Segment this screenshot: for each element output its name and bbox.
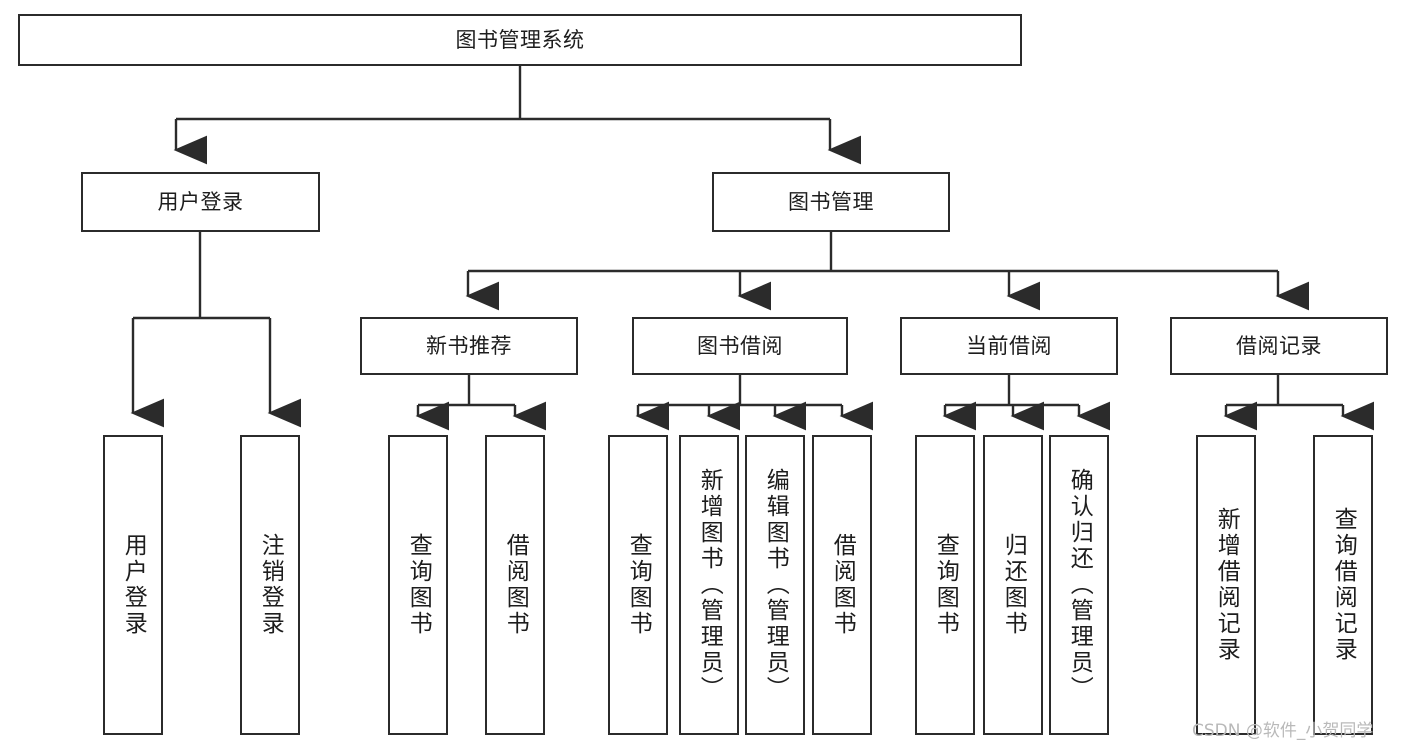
leaf-label: 查询图书 [932,533,959,637]
leaf-label: 借阅图书 [502,533,529,637]
leaf-label: 借阅图书 [829,533,856,637]
leaf-borrow-edit-book[interactable]: 编辑图书（管理员） [745,435,805,735]
node-borrow-record-label: 借阅记录 [1236,333,1322,358]
node-user-login-label: 用户登录 [157,189,244,214]
leaf-label: 归还图书 [1000,533,1027,637]
node-borrow-record[interactable]: 借阅记录 [1170,317,1388,375]
leaf-label: 新增图书（管理员） [696,468,723,702]
leaf-borrow-borrow-book[interactable]: 借阅图书 [812,435,872,735]
node-book-management-label: 图书管理 [788,189,874,214]
leaf-new-book-borrow[interactable]: 借阅图书 [485,435,545,735]
leaf-record-query[interactable]: 查询借阅记录 [1313,435,1373,735]
leaf-label: 确认归还（管理员） [1066,468,1093,702]
leaf-label: 编辑图书（管理员） [762,468,789,702]
leaf-new-book-query[interactable]: 查询图书 [388,435,448,735]
leaf-label: 查询借阅记录 [1330,507,1357,663]
leaf-label: 查询图书 [625,533,652,637]
leaf-current-query[interactable]: 查询图书 [915,435,975,735]
leaf-label: 新增借阅记录 [1213,507,1240,663]
node-user-login[interactable]: 用户登录 [81,172,320,232]
node-current-borrow[interactable]: 当前借阅 [900,317,1118,375]
node-current-borrow-label: 当前借阅 [966,333,1052,358]
leaf-record-add[interactable]: 新增借阅记录 [1196,435,1256,735]
leaf-current-return[interactable]: 归还图书 [983,435,1043,735]
leaf-label: 查询图书 [405,533,432,637]
watermark: CSDN @软件_小贺同学 [1192,721,1374,741]
leaf-user-login-logout[interactable]: 注销登录 [240,435,300,735]
node-book-management[interactable]: 图书管理 [712,172,950,232]
node-root-label: 图书管理系统 [455,27,585,52]
leaf-borrow-add-book[interactable]: 新增图书（管理员） [679,435,739,735]
leaf-user-login-login[interactable]: 用户登录 [103,435,163,735]
node-new-book-recommend[interactable]: 新书推荐 [360,317,578,375]
leaf-label: 注销登录 [257,533,284,637]
leaf-current-confirm-return[interactable]: 确认归还（管理员） [1049,435,1109,735]
leaf-label: 用户登录 [120,533,147,637]
node-book-borrow-label: 图书借阅 [697,333,783,358]
node-book-borrow[interactable]: 图书借阅 [632,317,848,375]
node-root[interactable]: 图书管理系统 [18,14,1022,66]
node-new-book-recommend-label: 新书推荐 [426,333,512,358]
leaf-borrow-query[interactable]: 查询图书 [608,435,668,735]
